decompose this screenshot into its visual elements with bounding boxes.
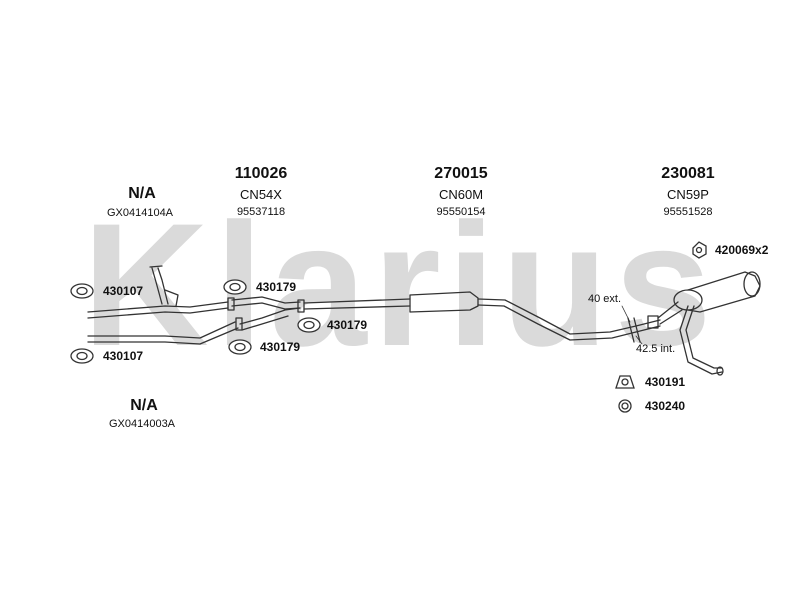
section-centre-oem: 95550154: [436, 206, 486, 218]
fitting-label: 430107: [103, 284, 144, 298]
section-front-left-part-number: N/A: [128, 185, 156, 202]
fitting-label: 430107: [103, 349, 144, 363]
section-centre-part-number: 270015: [434, 165, 488, 182]
dimension-note-int: 42.5 int.: [636, 343, 676, 355]
gasket-icon: [70, 348, 94, 364]
section-centre-code: CN60M: [438, 187, 484, 202]
front-pipe-lower: [87, 321, 239, 345]
section-rear-code: CN59P: [667, 187, 709, 202]
centre-pipe: [303, 291, 637, 341]
gasket-icon: [70, 283, 94, 299]
section-front-pipe-code: CN54X: [240, 187, 282, 202]
section-front-left-oem: GX0414104A: [106, 207, 174, 219]
section-front-lower-oem: GX0414003A: [108, 418, 176, 430]
gasket-icon: [223, 279, 247, 295]
section-rear-part-number: 230081: [661, 165, 715, 182]
section-front-pipe-part-number: 110026: [234, 165, 288, 182]
joining-pipe: [227, 296, 305, 331]
fitting-label: 430179: [256, 280, 297, 294]
section-front-lower-part-number: N/A: [130, 397, 158, 414]
watermark-text: Klarius: [82, 188, 717, 383]
ring-icon: [618, 399, 632, 413]
fitting-label: 430191: [645, 375, 686, 389]
rear-connection: [627, 315, 661, 343]
dimension-marks: [621, 305, 643, 345]
rubber-hanger-icon: [615, 375, 635, 389]
fitting-label: 420069x2: [715, 243, 769, 257]
fitting-label: 430179: [327, 318, 368, 332]
section-front-pipe-oem: 95537118: [236, 206, 286, 218]
gasket-icon: [228, 339, 252, 355]
section-rear-oem: 95551528: [663, 206, 713, 218]
rear-silencer: [657, 271, 761, 376]
fitting-label: 430240: [645, 399, 686, 413]
gasket-icon: [297, 317, 321, 333]
fitting-label: 430179: [260, 340, 301, 354]
dimension-note-ext: 40 ext.: [588, 293, 622, 305]
rubber-mount-icon: [692, 241, 707, 259]
front-pipe-upper: [87, 265, 229, 319]
